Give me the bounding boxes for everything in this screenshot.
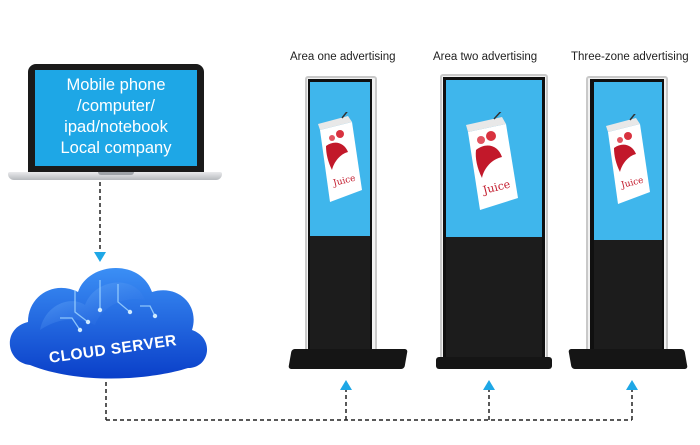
kiosk-2-base	[436, 357, 552, 369]
laptop-text-line-4: Local company	[60, 139, 172, 157]
arrow-up-icon-1	[340, 380, 352, 390]
kiosk-2-lower-panel	[446, 237, 542, 357]
laptop-base	[8, 172, 222, 180]
juice-carton-icon-1: Juice	[318, 112, 362, 202]
kiosk-3-base	[568, 349, 688, 369]
kiosk-1-base	[288, 349, 408, 369]
laptop-display: Mobile phone /computer/ ipad/notebook Lo…	[35, 70, 197, 166]
arrow-up-icon-3	[626, 380, 638, 390]
kiosk-3-title: Three-zone advertising	[571, 51, 689, 63]
kiosk-3-lower-panel	[594, 240, 662, 358]
juice-carton-icon-3: Juice	[606, 114, 650, 204]
juice-carton-icon-2: Juice	[466, 112, 518, 210]
laptop-text-line-1: Mobile phone	[66, 76, 166, 94]
kiosk-2	[436, 74, 552, 374]
kiosk-1	[288, 76, 410, 376]
arrow-up-icon-2	[483, 380, 495, 390]
arrow-down-icon	[94, 252, 106, 262]
laptop-text-line-3: ipad/notebook	[64, 118, 168, 136]
laptop-text-line-2: /computer/	[77, 97, 155, 115]
laptop-hinge-notch	[98, 172, 134, 175]
kiosk-1-lower-panel	[310, 236, 370, 358]
cloud-server-icon	[9, 267, 208, 379]
kiosk-2-title: Area two advertising	[433, 51, 538, 63]
kiosk-1-title: Area one advertising	[290, 51, 396, 63]
